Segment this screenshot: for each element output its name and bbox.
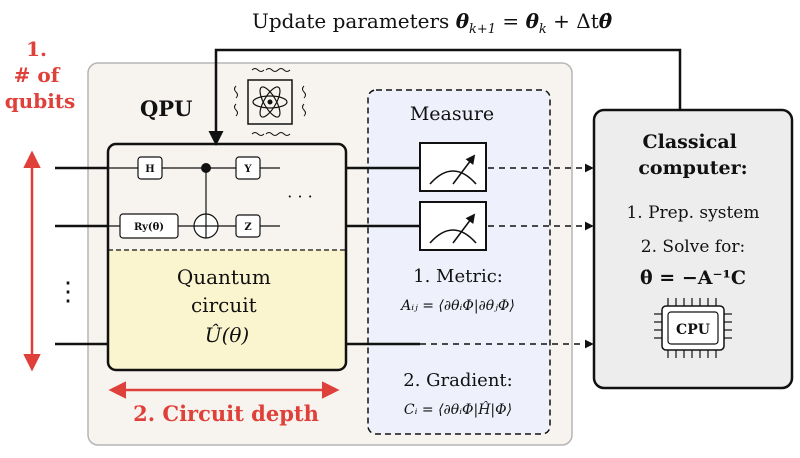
gradient-title: 2. Gradient: — [403, 370, 512, 391]
metric-title: 1. Metric: — [413, 266, 503, 287]
measurement-meter-2 — [419, 201, 487, 251]
feedback-arrow — [208, 48, 682, 146]
qubits-label: 1. # of qubits — [5, 37, 76, 113]
horizontal-ellipsis: · · · — [287, 187, 312, 206]
circuit-label: Quantum circuit Û(θ) — [177, 265, 277, 347]
measurement-meter-1 — [419, 142, 487, 192]
y-gate: Y — [235, 156, 261, 180]
svg-text:CPU: CPU — [676, 322, 710, 338]
h-gate: H — [137, 156, 163, 180]
qpu-label: QPU — [140, 96, 192, 121]
atom-icon — [234, 68, 306, 136]
metric-formula: Aᵢⱼ = ⟨∂θᵢΦ|∂θⱼΦ⟩ — [399, 298, 515, 314]
cnot-gate — [193, 163, 219, 239]
measure-box — [367, 89, 551, 435]
classical-title: Classical computer: — [638, 131, 747, 179]
svg-text:H: H — [145, 164, 154, 175]
svg-text:Y: Y — [243, 164, 252, 175]
vertical-ellipsis: ⋮ — [55, 277, 81, 307]
solve-formula: θ̇ = −A⁻¹C — [640, 267, 746, 289]
update-parameters-label: Update parameters θk+1 = θk + Δtθ̇ — [252, 9, 613, 37]
quantum-circuit-box — [106, 142, 348, 372]
z-gate: Z — [235, 214, 261, 238]
cpu-chip-icon: CPU — [654, 298, 732, 358]
measure-title: Measure — [410, 103, 494, 125]
circuit-depth-label: 2. Circuit depth — [133, 401, 319, 426]
classical-step-2: 2. Solve for: — [641, 237, 745, 257]
ry-gate: Ry(θ) — [119, 213, 179, 239]
classical-computer-box — [592, 108, 794, 390]
svg-text:Ry(θ): Ry(θ) — [134, 222, 164, 233]
svg-text:Z: Z — [244, 222, 251, 233]
classical-step-1: 1. Prep. system — [626, 203, 759, 223]
gradient-formula: Cᵢ = ⟨∂θᵢΦ|Ĥ|Φ⟩ — [404, 400, 512, 418]
